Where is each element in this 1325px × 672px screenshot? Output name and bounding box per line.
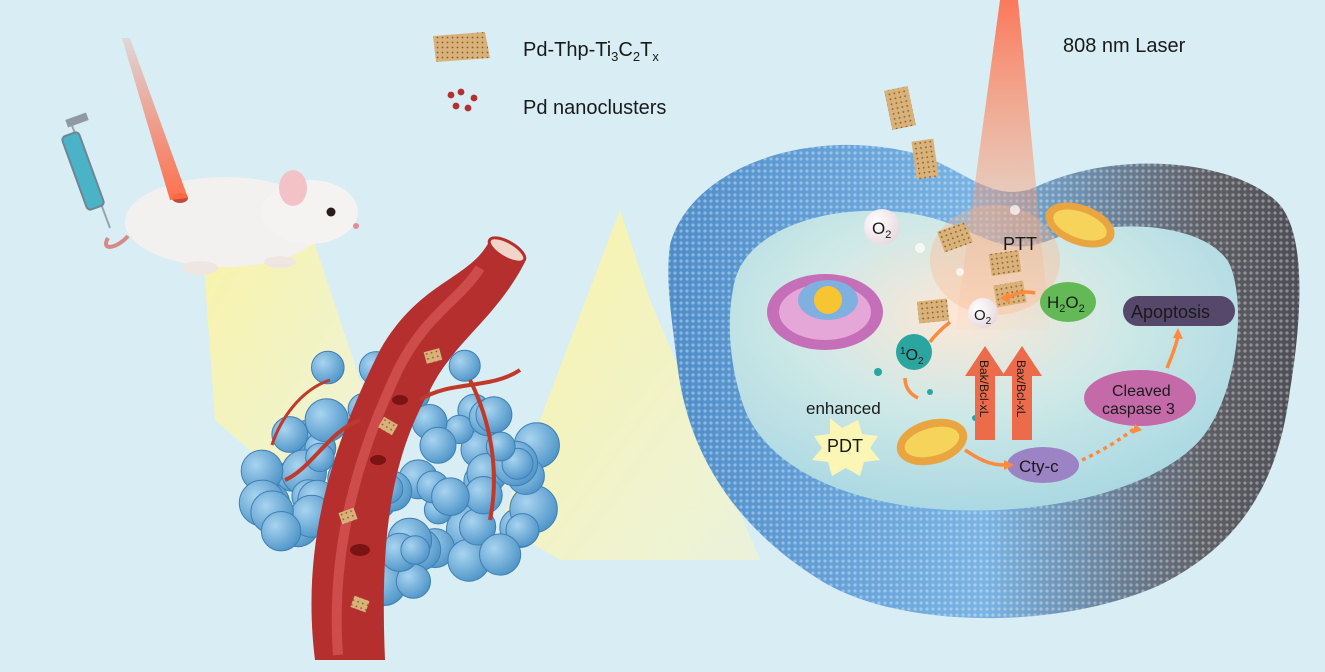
tumor-illustration xyxy=(238,236,560,660)
singlet-o2-bubble xyxy=(896,334,932,370)
laser-beam-cell xyxy=(955,0,1050,330)
tumor-cell-ball xyxy=(304,398,349,443)
cleaved-label: Cleaved xyxy=(1112,383,1171,400)
tumor-cell-ball xyxy=(464,476,503,515)
mitochondrion-bottom xyxy=(896,418,968,466)
mitochondrion-top xyxy=(1045,202,1115,248)
singlet-o2-label: 1O2 xyxy=(900,346,924,367)
bak-label: Bak/Bcl-xL xyxy=(977,360,991,418)
enhanced-label: enhanced xyxy=(806,399,881,418)
tumor-cell-ball xyxy=(505,513,540,547)
caspase-label: caspase 3 xyxy=(1102,401,1175,418)
tumor-cell-ball xyxy=(419,426,457,464)
h2o2-bubble xyxy=(1040,282,1096,322)
o2-bubble-a xyxy=(864,209,900,245)
pdt-label: PDT xyxy=(827,436,863,456)
light-cone-right xyxy=(500,210,760,560)
tumor-cell-ball xyxy=(311,350,345,385)
tumor-cell-ball xyxy=(400,535,431,565)
cytc-pill xyxy=(1007,447,1079,483)
pdt-burst xyxy=(812,418,880,476)
h2o2-label: H2O2 xyxy=(1047,293,1085,315)
caspase-pill xyxy=(1084,370,1196,426)
apoptosis-pill xyxy=(1123,296,1235,326)
o2-bubble-b xyxy=(968,298,998,328)
nucleus-organelle xyxy=(767,274,883,350)
bax-arrow xyxy=(1002,346,1042,440)
laser-label: 808 nm Laser xyxy=(1063,35,1186,57)
nanosheet-icon xyxy=(433,32,490,62)
laser-beam-mouse xyxy=(122,38,188,200)
nanocluster-dots-icon xyxy=(447,88,478,112)
tumor-cell-ball xyxy=(260,511,302,552)
cytc-label: Cty-c xyxy=(1019,457,1059,476)
nanosheets-falling xyxy=(884,85,1027,324)
tumor-cell-ball xyxy=(448,349,481,382)
apoptosis-label: Apoptosis xyxy=(1131,302,1210,322)
tumor-cell-ball xyxy=(305,442,335,473)
legend-label-clusters: Pd nanoclusters xyxy=(523,97,666,119)
tumor-cell-ball xyxy=(431,477,470,517)
bak-arrow xyxy=(965,346,1005,440)
tumor-cell-ball xyxy=(479,533,522,576)
mouse-illustration xyxy=(104,170,359,275)
bax-label: Bax/Bcl-xL xyxy=(1014,360,1028,418)
syringe-icon xyxy=(61,112,111,229)
ptt-label: PTT xyxy=(1003,234,1037,254)
